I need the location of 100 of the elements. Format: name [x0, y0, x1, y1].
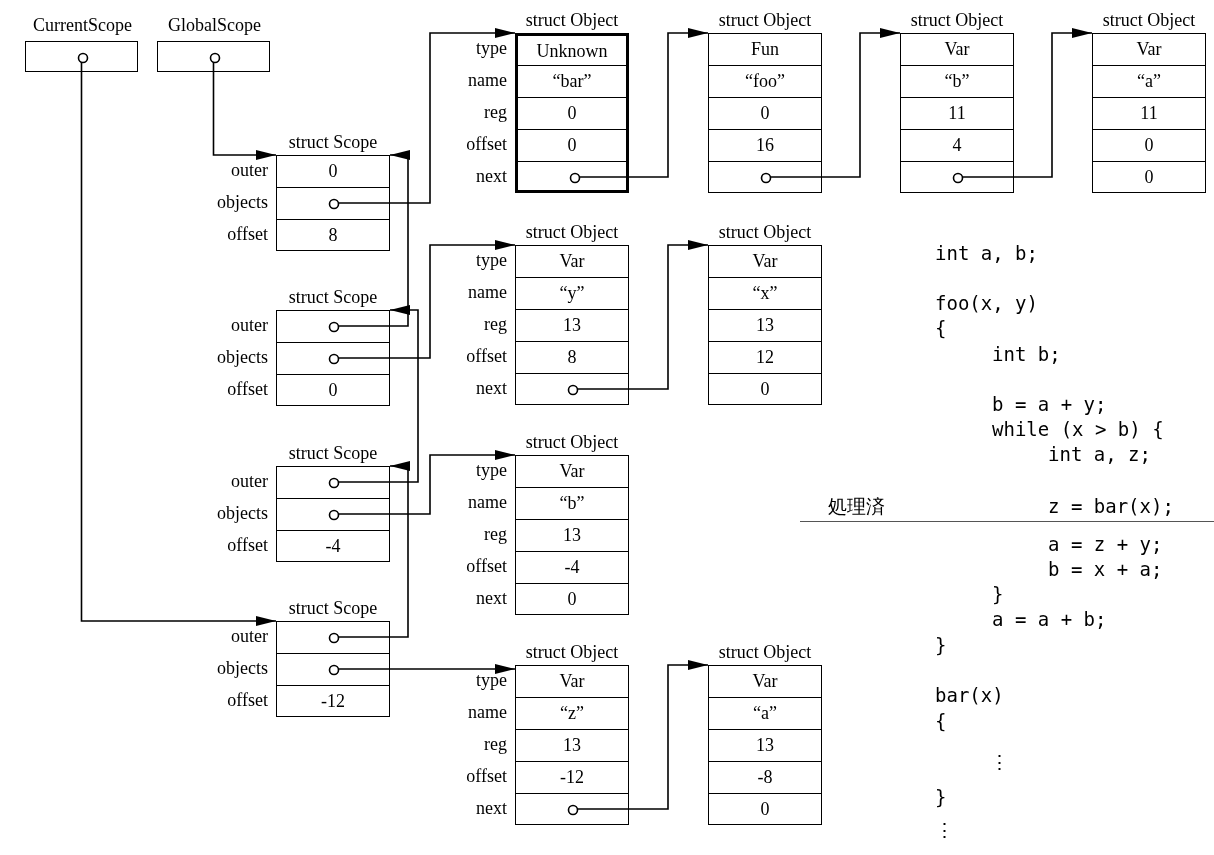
pointer-cell: [276, 653, 390, 686]
field-value-cell: 0: [1092, 161, 1206, 193]
pointer-arrow: [337, 240, 516, 359]
field-value-cell: Var: [708, 245, 822, 278]
pointer-arrow: [769, 28, 901, 178]
field-label: offset: [226, 689, 268, 712]
field-value-cell: -8: [708, 761, 822, 794]
field-value-cell: 8: [515, 341, 629, 374]
field-value-cell: “b”: [515, 487, 629, 520]
variable-name: GlobalScope: [167, 14, 262, 36]
field-value-cell: “b”: [900, 65, 1014, 98]
pointer-cell: [276, 342, 390, 375]
field-value-cell: 13: [708, 309, 822, 342]
pointer-arrow: [337, 461, 410, 638]
pointer-cell: [708, 161, 822, 193]
pointer-arrow: [337, 664, 516, 674]
field-label: reg: [483, 101, 507, 124]
field-value-cell: 0: [708, 793, 822, 825]
field-value-cell: 4: [900, 129, 1014, 162]
code-line: }: [935, 785, 947, 809]
field-label: next: [475, 797, 507, 820]
field-label: type: [475, 249, 507, 272]
field-value-cell: 0: [515, 583, 629, 615]
field-value-cell: “y”: [515, 277, 629, 310]
field-value-cell: 0: [708, 97, 822, 130]
field-value-cell: -12: [276, 685, 390, 717]
field-value-cell: 13: [515, 519, 629, 552]
code-line: a = z + y;: [1048, 532, 1163, 556]
section-label: 処理済: [828, 494, 885, 518]
struct-heading: struct Object: [717, 9, 813, 31]
struct-heading: struct Scope: [287, 597, 379, 619]
struct-heading: struct Object: [717, 221, 813, 243]
field-value-cell: 13: [515, 309, 629, 342]
field-value-cell: “foo”: [708, 65, 822, 98]
field-label: outer: [230, 470, 268, 493]
pointer-arrow: [337, 28, 516, 204]
field-label: name: [467, 281, 507, 304]
field-value-cell: 8: [276, 219, 390, 251]
field-value-cell: Var: [515, 455, 629, 488]
field-label: offset: [465, 555, 507, 578]
field-value-cell: Var: [515, 665, 629, 698]
code-line: int a, b;: [935, 241, 1038, 265]
pointer-cell: [276, 621, 390, 654]
field-value-cell: -12: [515, 761, 629, 794]
field-label: reg: [483, 733, 507, 756]
field-value-cell: 0: [276, 155, 390, 188]
code-line: ⋮: [990, 750, 1009, 774]
code-line: b = a + y;: [992, 392, 1107, 416]
field-label: next: [475, 165, 507, 188]
pointer-arrow: [80, 60, 277, 626]
code-line: b = x + a;: [1048, 557, 1163, 581]
field-label: offset: [465, 765, 507, 788]
field-label: type: [475, 37, 507, 60]
struct-heading: struct Object: [524, 641, 620, 663]
pointer-arrow: [337, 450, 516, 515]
field-label: offset: [226, 223, 268, 246]
code-line: bar(x): [935, 683, 1004, 707]
field-label: reg: [483, 313, 507, 336]
code-line: a = a + b;: [992, 607, 1107, 631]
pointer-cell: [900, 161, 1014, 193]
field-label: offset: [465, 133, 507, 156]
code-line: }: [935, 633, 947, 657]
code-line: {: [935, 709, 947, 733]
code-line: {: [935, 316, 947, 340]
field-label: type: [475, 669, 507, 692]
field-label: name: [467, 69, 507, 92]
code-line: int a, z;: [1048, 442, 1151, 466]
field-value-cell: -4: [515, 551, 629, 584]
struct-heading: struct Object: [524, 9, 620, 31]
field-label: outer: [230, 159, 268, 182]
field-label: name: [467, 701, 507, 724]
field-value-cell: 0: [708, 373, 822, 405]
field-label: objects: [216, 657, 268, 680]
pointer-arrow: [212, 60, 277, 160]
field-value-cell: 13: [708, 729, 822, 762]
field-value-cell: Var: [1092, 33, 1206, 66]
field-value-cell: Var: [900, 33, 1014, 66]
field-value-cell: “z”: [515, 697, 629, 730]
pointer-cell: [276, 498, 390, 531]
pointer-arrow: [961, 28, 1093, 178]
code-line: ⋮: [935, 818, 954, 842]
pointer-cell: [515, 793, 629, 825]
field-value-cell: 0: [1092, 129, 1206, 162]
field-label: objects: [216, 502, 268, 525]
field-value-cell: Var: [708, 665, 822, 698]
field-value-cell: 11: [1092, 97, 1206, 130]
code-line: int b;: [992, 342, 1061, 366]
struct-heading: struct Object: [717, 641, 813, 663]
pointer-arrow: [576, 660, 709, 810]
field-value-cell: 13: [515, 729, 629, 762]
code-line: foo(x, y): [935, 291, 1038, 315]
pointer-arrow: [337, 150, 410, 327]
struct-heading: struct Scope: [287, 286, 379, 308]
field-value-cell: -4: [276, 530, 390, 562]
field-value-cell: Var: [515, 245, 629, 278]
struct-heading: struct Scope: [287, 131, 379, 153]
field-label: name: [467, 491, 507, 514]
code-line: }: [992, 582, 1004, 606]
struct-heading: struct Object: [909, 9, 1005, 31]
struct-heading: struct Object: [524, 221, 620, 243]
